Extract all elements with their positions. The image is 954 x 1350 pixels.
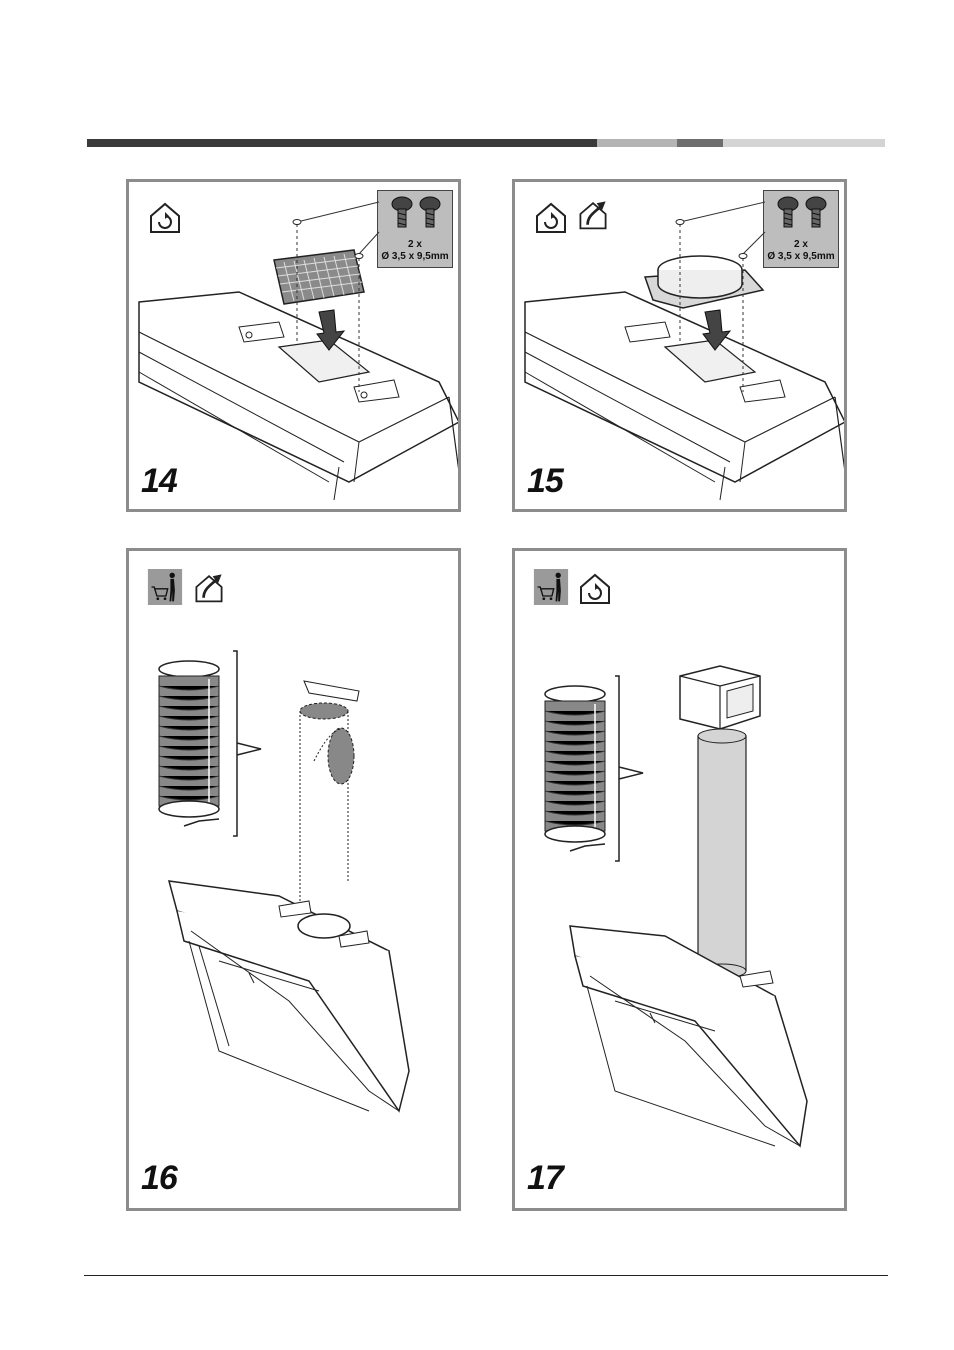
step-number: 16 — [141, 1159, 177, 1198]
header-bar — [87, 139, 885, 147]
duct-connected-illustration — [515, 551, 844, 1208]
step-number: 17 — [527, 1159, 563, 1198]
step-number: 15 — [527, 462, 563, 501]
header-bar-dark — [87, 139, 597, 147]
panel-step-14: 2 x Ø 3,5 x 9,5mm 14 — [126, 179, 461, 512]
panel-step-15: 2 x Ø 3,5 x 9,5mm 15 — [512, 179, 847, 512]
panel-step-16: 16 — [126, 548, 461, 1211]
header-bar-pale — [723, 139, 885, 147]
hood-flange-illustration — [515, 182, 844, 509]
duct-installation-illustration — [129, 551, 458, 1208]
step-number: 14 — [141, 462, 177, 501]
panel-step-17: 17 — [512, 548, 847, 1211]
hood-filter-illustration — [129, 182, 458, 509]
header-bar-mid — [677, 139, 723, 147]
footer-rule — [84, 1275, 888, 1276]
header-bar-light — [597, 139, 677, 147]
